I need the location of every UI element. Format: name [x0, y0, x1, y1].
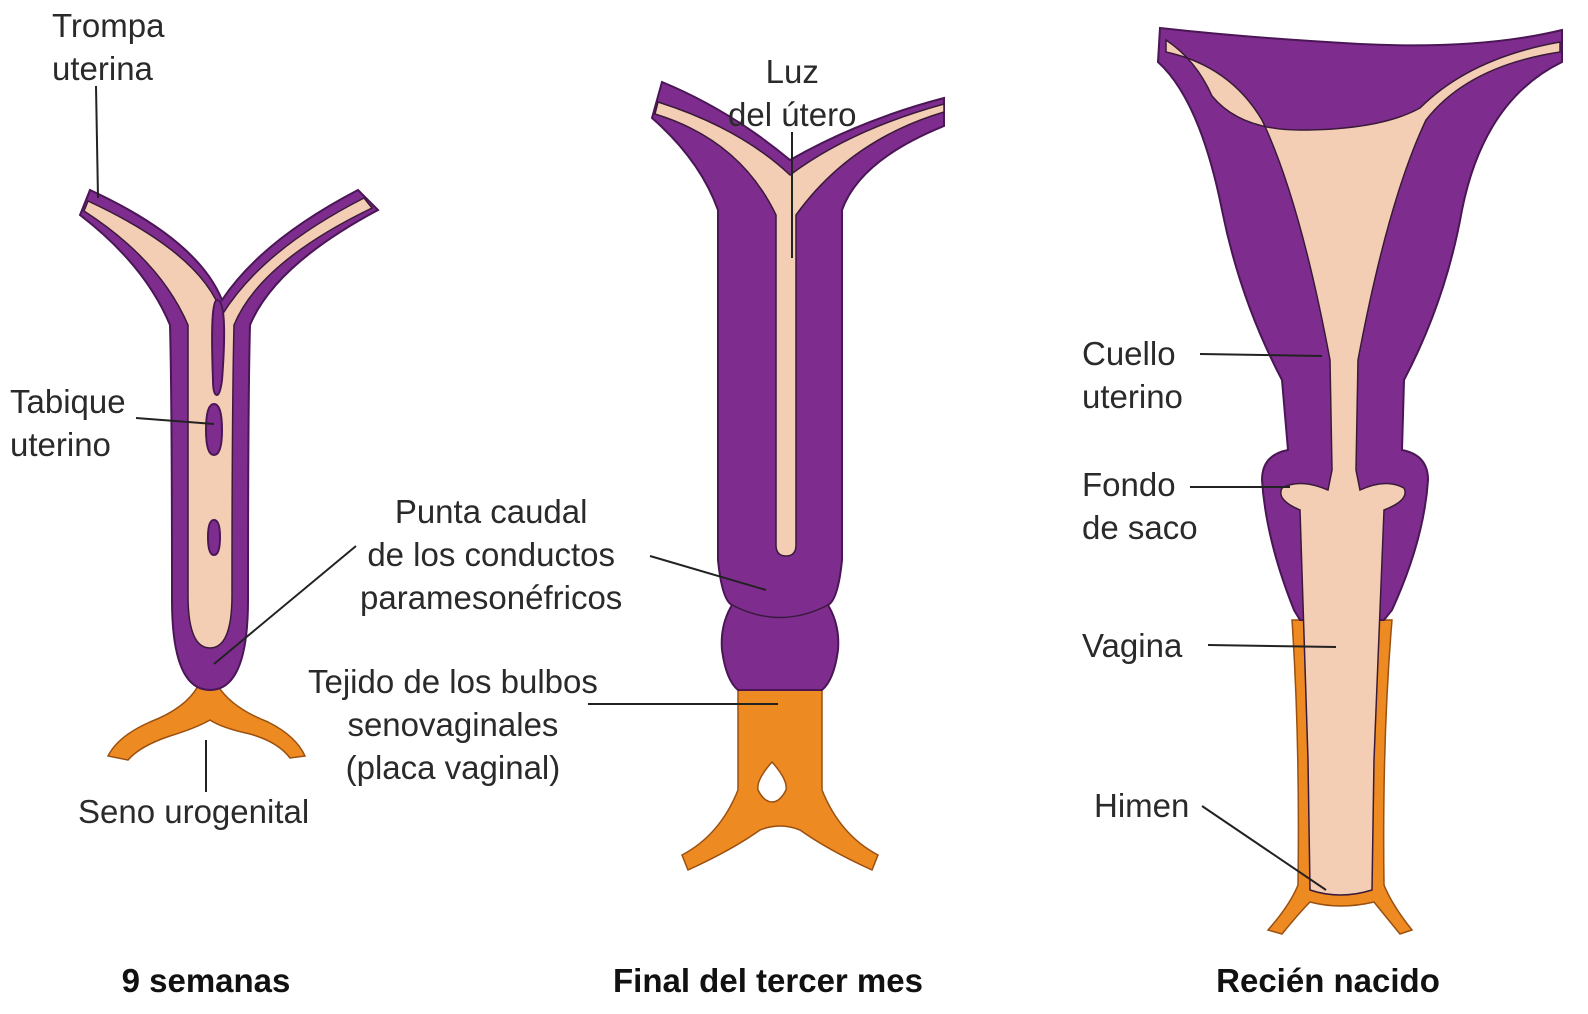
label-punta-caudal: Punta caudal de los conductos paramesoné…	[360, 490, 622, 619]
label-cuello-uterino: Cuello uterino	[1082, 332, 1183, 418]
label-vagina: Vagina	[1082, 624, 1182, 667]
septum-fragment-b	[208, 520, 220, 555]
caption-9-semanas: 9 semanas	[122, 962, 291, 1000]
caption-final-tercer-mes: Final del tercer mes	[613, 962, 923, 1000]
label-himen: Himen	[1094, 784, 1189, 827]
lumen-9w	[84, 198, 372, 648]
label-trompa-uterina: Trompa uterina	[52, 4, 164, 90]
label-seno-urogenital: Seno urogenital	[78, 790, 309, 833]
label-tabique-uterino: Tabique uterino	[10, 380, 126, 466]
label-fondo-de-saco: Fondo de saco	[1082, 463, 1198, 549]
panel-third-month-figure	[652, 82, 944, 870]
label-tejido-bulbos: Tejido de los bulbos senovaginales (plac…	[308, 660, 598, 789]
uterine-septum-9w	[212, 300, 224, 395]
label-luz-del-utero: Luz del útero	[728, 50, 856, 136]
leader-trompa	[96, 86, 98, 198]
septum-fragment-a	[206, 404, 222, 455]
panel-newborn-figure	[1158, 28, 1562, 934]
caption-recien-nacido: Recién nacido	[1216, 962, 1440, 1000]
